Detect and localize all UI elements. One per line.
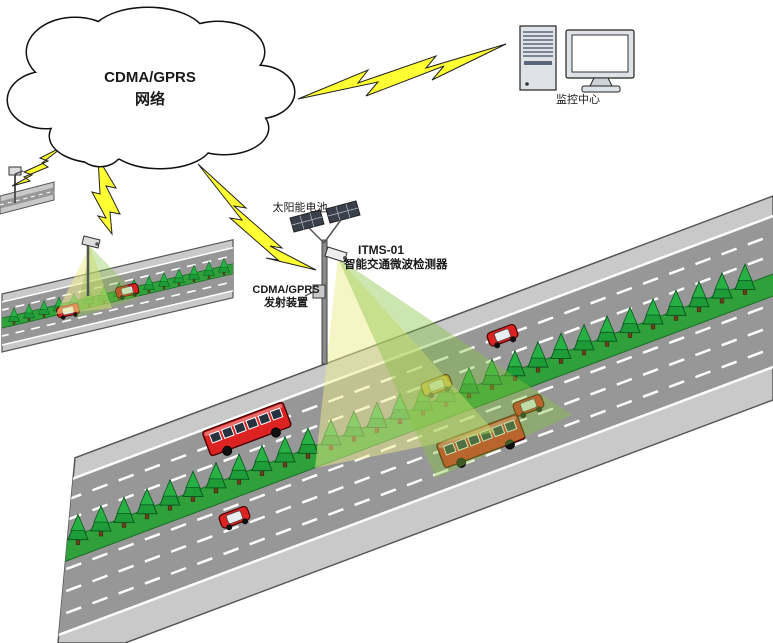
detector-pole-assembly: 太阳能电池 ITMS-01 智能交通微波检测器 CDMA/GPRS 发射装置 xyxy=(252,200,448,365)
lane-dash-line xyxy=(58,318,773,603)
lightning-to-inset-camera-icon xyxy=(91,157,121,236)
lightning-to-monitoring-center-icon xyxy=(297,43,507,100)
monitoring-center-label: 监控中心 xyxy=(556,92,600,106)
monitoring-center: 监控中心 xyxy=(519,25,635,106)
detector-model-label: ITMS-01 xyxy=(358,243,404,257)
inset-camera-pole xyxy=(56,235,140,318)
transmitter-label-line2: 发射装置 xyxy=(263,295,308,309)
camera-head-icon xyxy=(81,235,101,249)
network-cloud: CDMA/GPRS 网络 xyxy=(6,6,296,170)
pole-mast xyxy=(321,239,328,365)
monitor-screen xyxy=(571,34,629,73)
transmitter-label-line1: CDMA/GPRS xyxy=(252,284,319,296)
solar-panel-label: 太阳能电池 xyxy=(273,200,328,214)
solar-panel-icon xyxy=(289,200,361,233)
microwave-detector-icon xyxy=(324,246,348,263)
mini-road-dash xyxy=(0,190,55,206)
inset-edge-line xyxy=(2,245,233,304)
road-edge-line-bottom xyxy=(58,359,773,643)
monitor-stand xyxy=(589,77,613,87)
inset-beam-green xyxy=(76,246,140,318)
inset-road xyxy=(1,235,234,353)
panel-strut xyxy=(306,225,325,244)
transmitter-leader-line xyxy=(304,291,314,297)
tower-power-button xyxy=(525,82,529,86)
tower-vents xyxy=(523,31,553,57)
mini-road xyxy=(0,166,55,215)
detector-lens-icon xyxy=(343,256,347,260)
tower-drive-bay xyxy=(524,61,552,65)
inset-beam-yellow xyxy=(56,246,112,314)
lightning-to-detector-pole-icon xyxy=(197,163,317,271)
panel-strut xyxy=(323,216,344,244)
detection-beam-green xyxy=(338,258,572,478)
detector-name-label: 智能交通微波检测器 xyxy=(344,257,448,271)
lane-dash-line xyxy=(58,340,773,625)
inset-edge-line xyxy=(2,288,233,347)
monitor-base xyxy=(581,85,621,93)
lightning-to-mini-road-icon xyxy=(11,145,65,187)
cloud-label-line1: CDMA/GPRS xyxy=(104,69,196,86)
mini-pole-arm xyxy=(14,170,24,175)
camera-lens-icon xyxy=(95,242,99,246)
wireless-links xyxy=(11,43,507,271)
detection-beam-yellow xyxy=(315,258,495,468)
cloud-label-line2: 网络 xyxy=(135,90,165,108)
transmitter-box-icon xyxy=(312,284,326,299)
